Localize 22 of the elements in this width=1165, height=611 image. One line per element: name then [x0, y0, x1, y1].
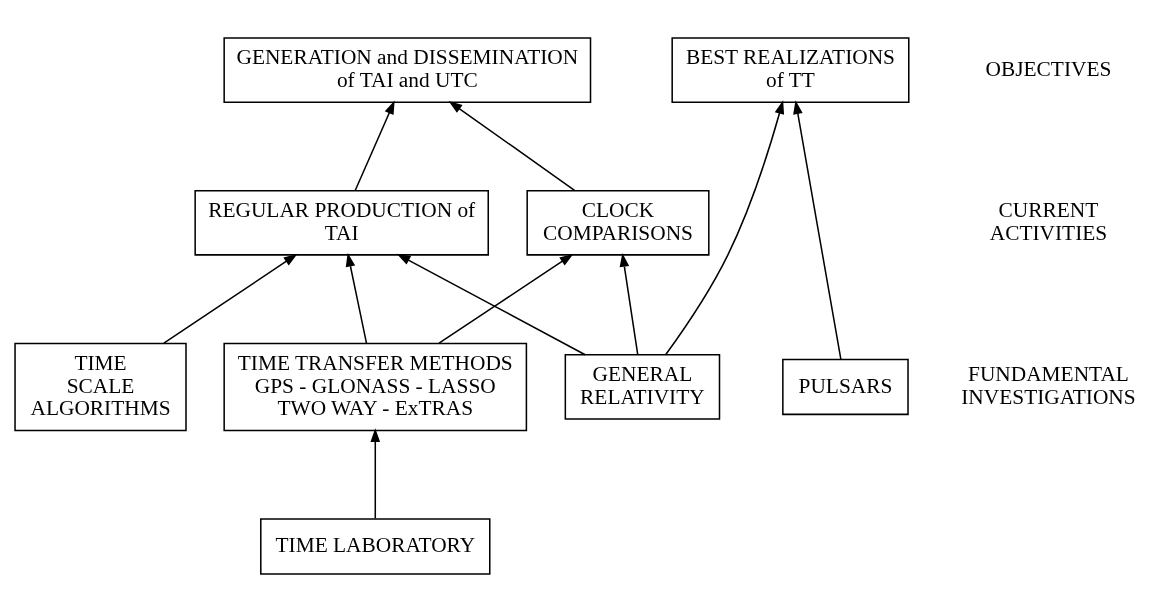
arrow: [438, 253, 574, 344]
arrow: [396, 253, 586, 355]
arrow: [163, 253, 298, 344]
label: OBJECTIVES: [985, 56, 1112, 81]
arrow: [354, 100, 395, 191]
node-box: CLOCK COMPARISONS: [526, 189, 710, 256]
label: CURRENT ACTIVITIES: [989, 197, 1108, 245]
arrow: [345, 252, 368, 344]
node-box: TIME SCALE ALGORITHMS: [14, 342, 187, 431]
node-box: PULSARS: [782, 358, 909, 415]
arrow: [448, 100, 576, 191]
arrow: [665, 99, 785, 355]
node-box: BEST REALIZATIONS of TT: [671, 36, 910, 103]
label: FUNDAMENTAL INVESTIGATIONS: [961, 361, 1136, 409]
node-box: GENERAL RELATIVITY: [564, 353, 721, 420]
arrow: [619, 252, 639, 355]
node-box: REGULAR PRODUCTION of TAI: [194, 189, 489, 256]
node-box: TIME TRANSFER METHODS GPS - GLONASS - LASSO TWO WAY - ExTRAS: [223, 342, 528, 431]
node-box: GENERATION and DISSEMINATION of TAI and UTC: [223, 36, 592, 103]
arrow: [370, 427, 381, 519]
arrow: [793, 99, 842, 360]
node-box: TIME LABORATORY: [260, 517, 491, 575]
